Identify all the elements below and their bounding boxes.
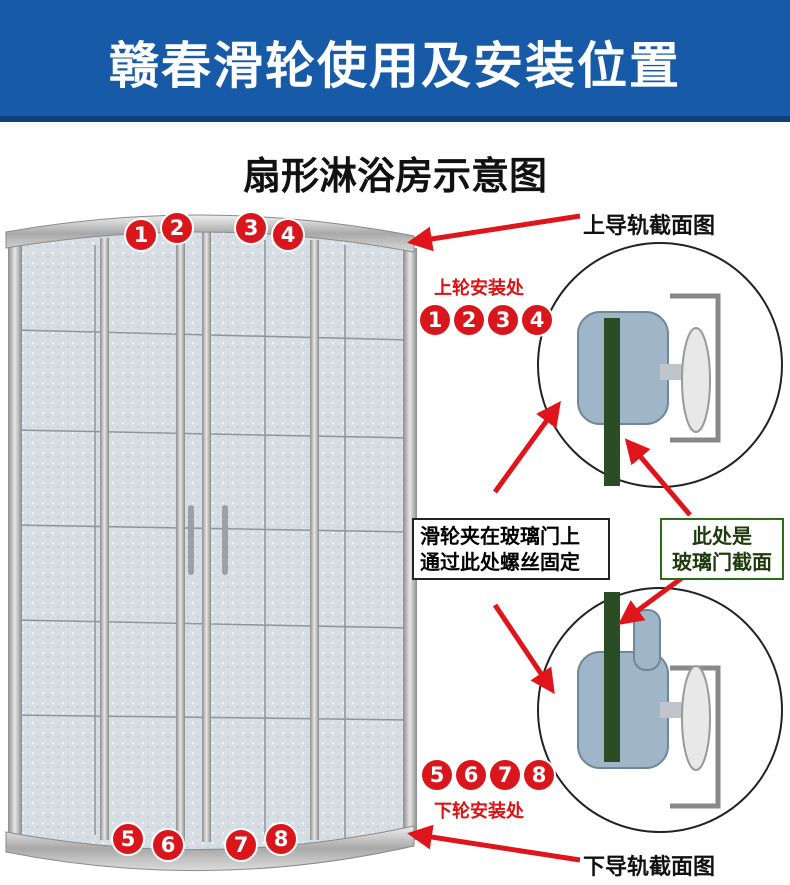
bottom-rail-label: 下导轨截面图 — [583, 855, 716, 880]
badge-bottom-6: 6 — [153, 830, 183, 860]
badge-top-3: 3 — [236, 213, 266, 243]
clamp-note-line2: 通过此处螺丝固定 — [420, 550, 580, 574]
badge-top-2: 2 — [162, 213, 192, 243]
annotation-arrows — [407, 213, 692, 863]
clamp-note: 滑轮夹在玻璃门上 通过此处螺丝固定 — [412, 518, 610, 580]
badge-bottom-8: 8 — [266, 824, 296, 854]
legend-upper-3: 3 — [488, 305, 518, 335]
upper-wheel-label: 上轮安装处 — [434, 278, 524, 299]
glass-section-note: 此处是 玻璃门截面 — [660, 518, 784, 580]
clamp-note-line1: 滑轮夹在玻璃门上 — [420, 524, 580, 548]
legend-lower-6: 6 — [456, 760, 486, 790]
legend-lower-8: 8 — [524, 760, 554, 790]
top-rail-label: 上导轨截面图 — [583, 214, 716, 239]
diagram-subtitle: 扇形淋浴房示意图 — [242, 154, 547, 198]
header-banner: 赣春滑轮使用及安装位置 — [0, 0, 790, 122]
bottom-rail-cross-section — [537, 587, 783, 833]
legend-lower-5: 5 — [422, 760, 452, 790]
badge-bottom-7: 7 — [226, 830, 256, 860]
lower-wheel-label: 下轮安装处 — [434, 801, 524, 822]
page-title: 赣春滑轮使用及安装位置 — [109, 37, 681, 95]
legend-upper-2: 2 — [454, 305, 484, 335]
top-rail-cross-section — [537, 242, 783, 488]
badge-top-4: 4 — [273, 220, 303, 250]
badge-top-1: 1 — [126, 220, 156, 250]
legend-upper-4: 4 — [522, 305, 552, 335]
legend-lower-7: 7 — [490, 760, 520, 790]
shower-enclosure — [5, 214, 417, 872]
glass-note-line2: 玻璃门截面 — [672, 550, 772, 574]
glass-note-line1: 此处是 — [692, 524, 752, 548]
badge-bottom-5: 5 — [113, 824, 143, 854]
legend-upper-1: 1 — [420, 305, 450, 335]
